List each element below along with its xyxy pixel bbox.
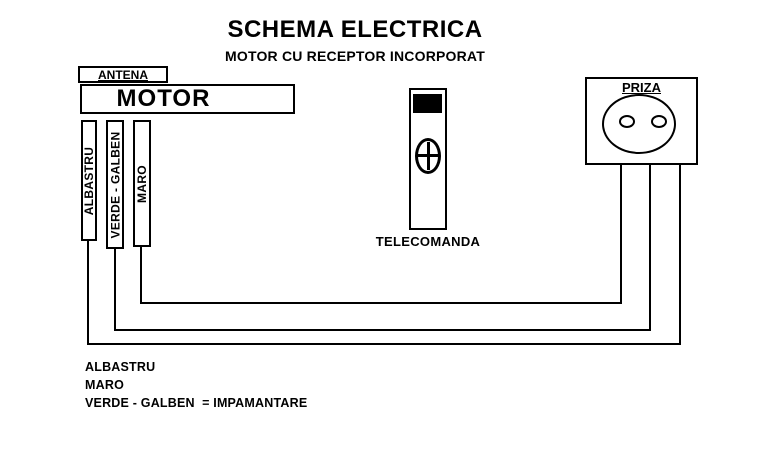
socket-face-icon — [602, 94, 676, 154]
remote-screen-icon — [413, 94, 442, 113]
wire-albastru-segment-up — [679, 163, 681, 345]
remote-button-ring-icon — [415, 138, 441, 174]
wire-verde-galben-segment-up — [649, 163, 651, 331]
legend-line-albastru: ALBASTRU — [85, 360, 156, 374]
wire-verde-galben-segment-across — [114, 329, 651, 331]
legend-line-verde-galben: VERDE - GALBEN = IMPAMANTARE — [85, 396, 308, 410]
motor-label: MOTOR — [116, 85, 211, 112]
wire-maro-segment-across — [140, 302, 622, 304]
wire-label-maro: MARO — [135, 164, 149, 203]
wire-albastru-segment-across — [87, 343, 681, 345]
remote-button-cross-icon — [418, 154, 439, 157]
socket-hole-right-icon — [651, 115, 667, 128]
remote-control — [409, 88, 447, 230]
wire-maro-segment-up — [620, 163, 622, 304]
antenna-box: ANTENA — [78, 66, 168, 83]
socket-hole-left-icon — [619, 115, 635, 128]
legend: ALBASTRU MARO VERDE - GALBEN = IMPAMANTA… — [85, 358, 307, 412]
antenna-label: ANTENA — [98, 67, 148, 82]
wire-albastru-segment-down — [87, 240, 89, 345]
diagram-title: SCHEMA ELECTRICA — [227, 16, 483, 43]
title-block: SCHEMA ELECTRICA MOTOR CU RECEPTOR INCOR… — [0, 16, 710, 64]
diagram-subtitle: MOTOR CU RECEPTOR INCORPORAT — [225, 48, 485, 64]
wire-box-maro: MARO — [133, 120, 151, 247]
wire-box-albastru: ALBASTRU — [81, 120, 97, 241]
legend-line-maro: MARO — [85, 378, 124, 392]
wire-box-verde-galben: VERDE - GALBEN — [106, 120, 124, 249]
motor-box: MOTOR — [80, 84, 295, 114]
power-socket: PRIZA — [585, 77, 698, 165]
socket-label: PRIZA — [622, 80, 661, 95]
wire-maro-segment-down — [140, 246, 142, 304]
wire-label-albastru: ALBASTRU — [82, 146, 96, 215]
remote-label: TELECOMANDA — [375, 234, 481, 249]
wire-verde-galben-segment-down — [114, 248, 116, 331]
wire-label-verde-galben: VERDE - GALBEN — [108, 131, 122, 238]
